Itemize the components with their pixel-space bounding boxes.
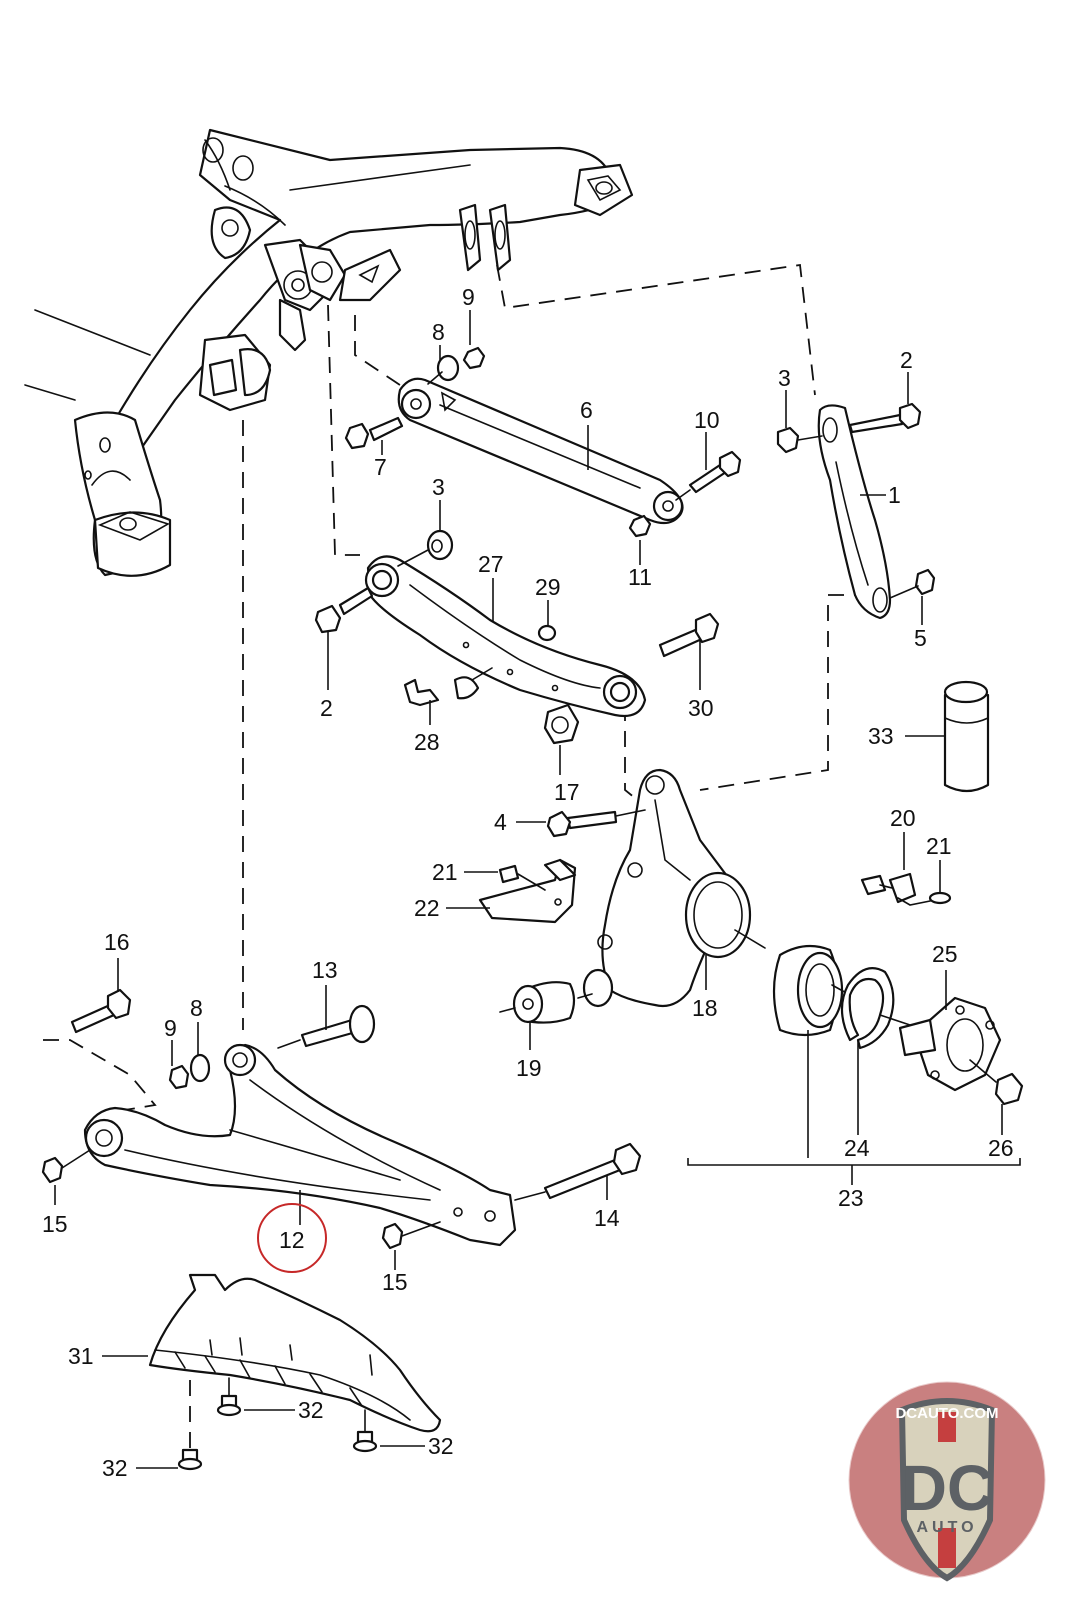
bracket-assembly <box>478 858 577 924</box>
callout-8-low: 8 <box>190 995 203 1021</box>
trailing-link <box>776 402 936 620</box>
lower-control-arm <box>41 988 642 1250</box>
callout-9-low: 9 <box>164 1015 177 1041</box>
callout-14: 14 <box>594 1205 620 1231</box>
callout-13: 13 <box>312 957 338 983</box>
callout-15-right: 15 <box>382 1269 408 1295</box>
callout-22: 22 <box>414 895 440 921</box>
callout-7: 7 <box>374 454 387 480</box>
highlight-circle-12 <box>257 1203 327 1273</box>
logo-site: DCAUTO.COM <box>895 1405 998 1422</box>
callout-19: 19 <box>516 1055 542 1081</box>
logo-subtitle: AUTO <box>916 1519 977 1536</box>
callout-10: 10 <box>694 407 720 433</box>
callout-6: 6 <box>580 397 593 423</box>
dcauto-logo: DCAUTO.COM DC AUTO <box>848 1381 1046 1582</box>
circlip <box>840 967 911 1050</box>
callout-17: 17 <box>554 779 580 805</box>
wheel-hub <box>898 996 1024 1106</box>
track-rod-fasteners <box>344 346 742 538</box>
wheel-carrier <box>499 768 766 1024</box>
callout-26: 26 <box>988 1135 1014 1161</box>
logo-letters: DC <box>901 1452 993 1524</box>
callout-12: 12 <box>279 1227 305 1253</box>
callout-20: 20 <box>890 805 916 831</box>
callout-15-left: 15 <box>42 1211 68 1237</box>
callout-31: 31 <box>68 1343 94 1369</box>
callout-24: 24 <box>844 1135 870 1161</box>
alignment-dashes <box>43 263 870 1450</box>
leader-lines <box>54 310 1021 1469</box>
grease-tube <box>943 680 990 793</box>
callout-3-mid: 3 <box>432 474 445 500</box>
callout-32-a: 32 <box>298 1397 324 1423</box>
callout-27: 27 <box>478 551 504 577</box>
callout-11: 11 <box>628 564 652 590</box>
track-rod <box>397 377 684 525</box>
callout-16: 16 <box>104 929 130 955</box>
callout-29: 29 <box>535 574 561 600</box>
callout-33: 33 <box>868 723 894 749</box>
callout-1: 1 <box>888 482 901 508</box>
callout-8-top: 8 <box>432 319 445 345</box>
callout-23: 23 <box>838 1185 864 1211</box>
panel-nuts <box>177 1377 378 1471</box>
callout-5: 5 <box>914 625 927 651</box>
callout-32-b: 32 <box>428 1433 454 1459</box>
callout-4: 4 <box>494 809 507 835</box>
callout-30: 30 <box>688 695 714 721</box>
callout-3-right: 3 <box>778 365 791 391</box>
callout-2-right: 2 <box>900 347 913 373</box>
upper-control-arm <box>314 529 720 745</box>
callout-2-mid: 2 <box>320 695 333 721</box>
callout-18: 18 <box>692 995 718 1021</box>
callout-9-top: 9 <box>462 284 475 310</box>
rear-subframe <box>24 128 634 577</box>
callout-labels: 8 9 7 6 10 11 3 2 1 5 3 27 29 2 28 17 30… <box>42 284 1014 1481</box>
callout-28: 28 <box>414 729 440 755</box>
cover-panel <box>148 1273 442 1433</box>
callout-25: 25 <box>932 941 958 967</box>
callout-21-left: 21 <box>432 859 458 885</box>
callout-32-c: 32 <box>102 1455 128 1481</box>
callout-21-right: 21 <box>926 833 952 859</box>
speed-sensor <box>860 872 952 906</box>
wheel-bearing <box>772 944 851 1037</box>
